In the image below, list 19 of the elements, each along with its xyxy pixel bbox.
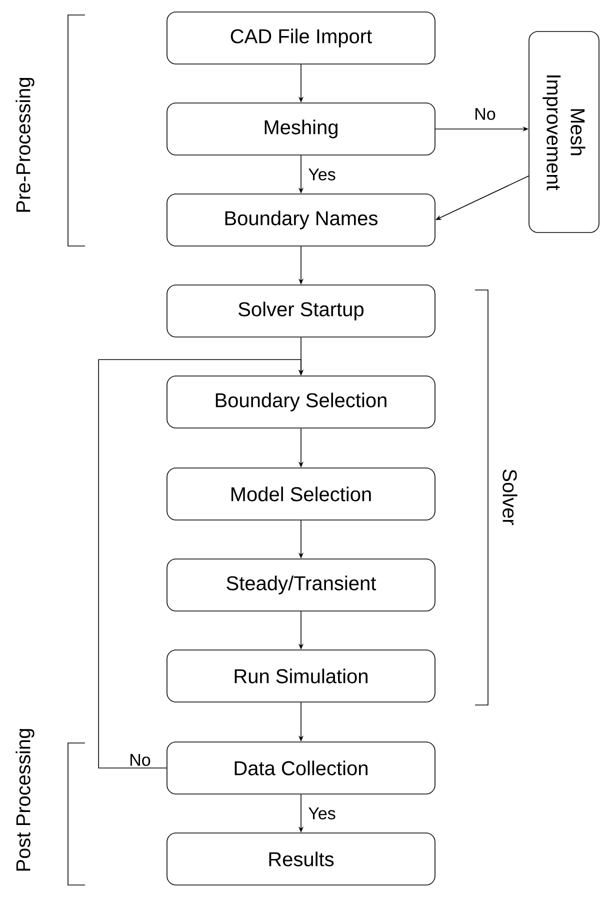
section-label: Post Processing — [16, 729, 34, 871]
process-box: Boundary Selection — [166, 376, 436, 428]
arrow — [98, 359, 304, 768]
process-box: Results — [166, 832, 436, 886]
edge-label: No — [130, 754, 150, 766]
section-label: Pre-Processing — [16, 78, 34, 212]
process-box: Solver Startup — [166, 284, 436, 338]
process-box: Data Collection — [166, 742, 436, 794]
process-box: Meshing — [166, 102, 436, 156]
process-box: CAD File Import — [166, 12, 436, 64]
edge-label: Yes — [308, 808, 336, 820]
process-box: Model Selection — [166, 468, 436, 520]
edge-label: Yes — [308, 168, 336, 180]
process-box: Run Simulation — [166, 650, 436, 702]
process-box: Steady/Transient — [166, 558, 436, 612]
section-label: Solver — [502, 470, 518, 525]
process-box: Mesh Improvement — [528, 31, 600, 233]
edge-label: No — [476, 108, 496, 120]
process-box: Boundary Names — [166, 194, 436, 246]
